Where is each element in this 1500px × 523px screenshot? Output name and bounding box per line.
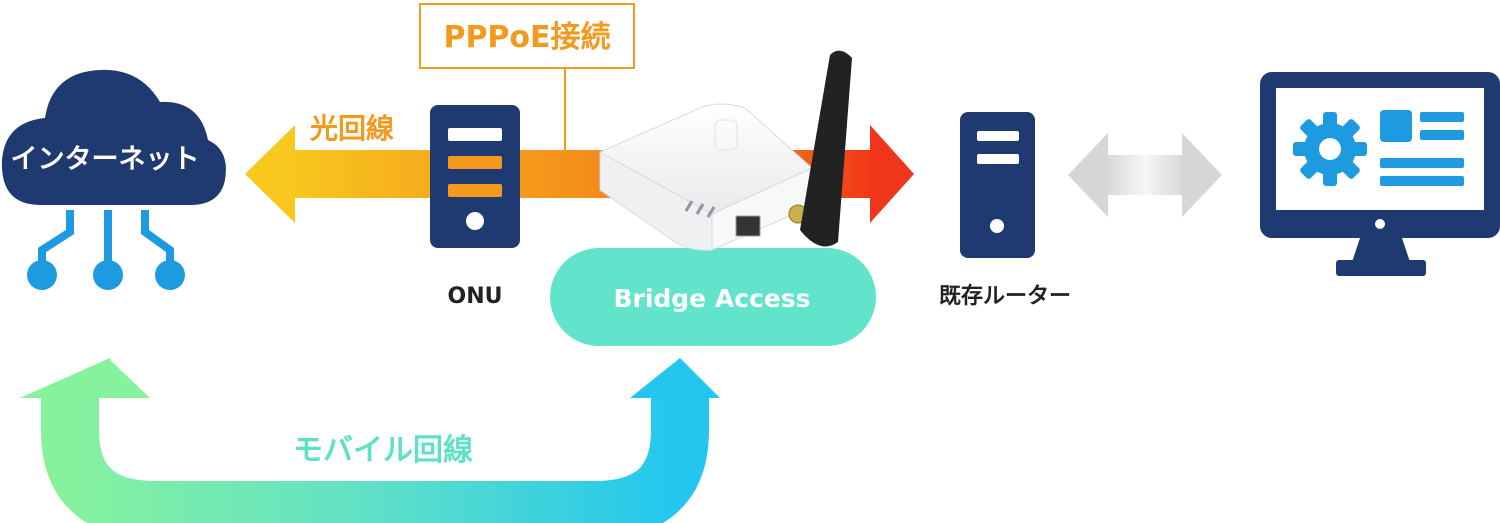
circuit-node-center	[93, 260, 123, 290]
bridge-access-pill	[550, 248, 876, 346]
content-line-1	[1420, 112, 1464, 122]
internet-node: インターネット	[1, 69, 226, 290]
gear-icon	[1293, 112, 1367, 186]
router-body	[960, 112, 1035, 258]
content-line-3	[1380, 158, 1464, 168]
status-led-3	[706, 206, 716, 218]
content-block-icon	[1380, 110, 1412, 142]
lan-edge	[1068, 133, 1222, 217]
mobile-line-label: モバイル回線	[293, 433, 473, 468]
pppoe-callout: PPPoE接続	[419, 3, 635, 152]
onu-slot-1	[448, 128, 502, 141]
monitor-webcam	[1375, 219, 1385, 229]
bridge-access-node: Bridge Access	[550, 50, 876, 346]
mobile-u-band	[41, 395, 709, 523]
cloud-shape	[1, 69, 226, 205]
content-line-4	[1380, 176, 1464, 186]
mobile-arrowhead-right	[630, 358, 720, 398]
circuit-node-left	[27, 260, 57, 290]
cloud-network-icon	[1, 69, 226, 290]
server-tower-icon	[430, 105, 520, 248]
internet-label: インターネット	[11, 144, 200, 175]
router-slot-1	[977, 131, 1019, 141]
status-led-1	[684, 200, 694, 212]
fiber-line-label: 光回線	[309, 112, 394, 145]
pc-node	[1260, 72, 1500, 276]
network-circuit-lines	[38, 210, 174, 268]
status-led-2	[695, 203, 705, 215]
pppoe-label: PPPoE接続	[443, 20, 610, 55]
lan-arrow-shaft	[1105, 155, 1185, 195]
onu-node: ONU	[430, 105, 520, 309]
server-tower-icon	[960, 112, 1035, 258]
antenna	[800, 50, 852, 247]
lan-arrowhead-right	[1182, 133, 1222, 217]
onu-slot-2	[448, 156, 502, 169]
ethernet-port	[735, 215, 761, 237]
onu-slot-3	[448, 184, 502, 197]
router-power-dot	[990, 219, 1004, 233]
onu-label: ONU	[448, 284, 503, 309]
bridge-access-label: Bridge Access	[613, 284, 810, 313]
router-slot-2	[977, 154, 1019, 164]
lan-arrowhead-left	[1068, 133, 1108, 217]
fiber-arrowhead-right	[870, 125, 914, 223]
mobile-line-edge: モバイル回線	[20, 358, 720, 523]
content-line-2	[1420, 130, 1464, 140]
device-led-panel	[714, 119, 738, 151]
wireless-router-device	[598, 50, 852, 251]
router-node: 既存ルーター	[939, 112, 1071, 309]
monitor-neck	[1352, 238, 1410, 262]
fiber-arrowhead-left	[245, 125, 295, 223]
pppoe-box	[419, 3, 635, 69]
monitor-settings-icon	[1260, 72, 1500, 276]
circuit-node-right	[155, 260, 185, 290]
onu-power-dot	[466, 212, 484, 230]
router-label: 既存ルーター	[939, 283, 1071, 309]
monitor-stand	[1336, 260, 1426, 276]
mobile-arrowhead-left-fix	[20, 358, 120, 398]
device-top	[598, 103, 813, 215]
